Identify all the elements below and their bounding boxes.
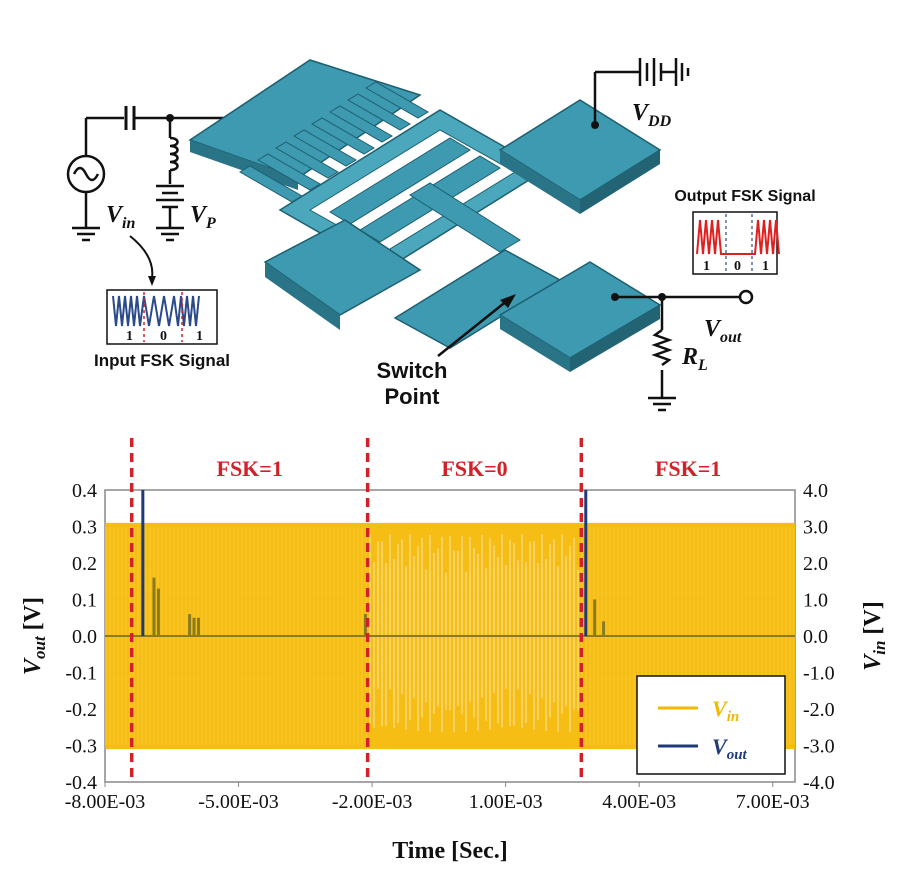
y2-tick-label: -1.0 xyxy=(803,663,835,685)
y-tick-label: 0.4 xyxy=(72,480,97,502)
y2-tick-label: 2.0 xyxy=(803,553,828,575)
rl-label: R xyxy=(681,344,698,370)
input-fsk-title: Input FSK Signal xyxy=(94,351,230,370)
left-y-ticks: 0.4 0.3 0.2 0.1 0.0 -0.1 -0.2 -0.3 -0.4 xyxy=(65,480,97,794)
legend-vin-label: Vin xyxy=(712,696,739,725)
y-tick-label: -0.2 xyxy=(65,699,97,721)
y2-tick-label: 1.0 xyxy=(803,590,828,612)
input-fsk-inset: 1 0 1 Input FSK Signal xyxy=(94,289,230,370)
ground-icon xyxy=(156,226,184,242)
fsk-segment-labels: FSK=1 FSK=0 FSK=1 xyxy=(217,456,722,481)
ground-icon xyxy=(72,226,100,242)
vin-label: V xyxy=(106,202,124,228)
input-bit: 1 xyxy=(196,329,203,344)
input-bit: 0 xyxy=(160,329,167,344)
y2-tick-label: 3.0 xyxy=(803,517,828,539)
fsk-segment-label: FSK=1 xyxy=(217,456,283,481)
x-tick-label: -5.00E-03 xyxy=(198,791,279,813)
capacitor-icon xyxy=(124,106,136,130)
svg-text:VDD: VDD xyxy=(632,100,672,130)
input-fsk-wave xyxy=(112,295,200,327)
switch-point-label-1: Switch xyxy=(377,358,448,383)
vp-label: V xyxy=(190,202,208,228)
right-y-ticks: 4.0 3.0 2.0 1.0 0.0 -1.0 -2.0 -3.0 -4.0 xyxy=(803,480,835,794)
legend-vout-label: Vout xyxy=(712,734,748,763)
ground-icon xyxy=(648,396,676,412)
y-tick-label: 0.0 xyxy=(72,626,97,648)
y-tick-label: -0.4 xyxy=(65,772,97,794)
battery-icon xyxy=(156,184,184,209)
x-ticks: -8.00E-03 -5.00E-03 -2.00E-03 1.00E-03 4.00E… xyxy=(65,782,810,813)
output-fsk-inset: Output FSK Signal 1 0 1 xyxy=(674,188,816,275)
vdd-battery-icon xyxy=(638,58,690,86)
fsk-boundaries xyxy=(129,438,584,782)
output-bit: 1 xyxy=(703,259,710,274)
svg-text:Vin: Vin xyxy=(106,202,135,232)
x-axis-title: Time [Sec.] xyxy=(392,838,508,864)
output-fsk-title: Output FSK Signal xyxy=(674,188,815,205)
legend: Vin Vout xyxy=(636,675,786,775)
output-fsk-wave xyxy=(696,219,780,255)
y-tick-label: 0.3 xyxy=(72,517,97,539)
svg-text:RL: RL xyxy=(681,344,708,374)
x-tick-label: -2.00E-03 xyxy=(332,791,413,813)
vout-label: V xyxy=(704,316,722,342)
comb-fingers xyxy=(239,81,429,203)
y-tick-label: 0.2 xyxy=(72,553,97,575)
output-terminal-icon xyxy=(738,289,754,305)
waveform-chart: FSK=1 FSK=0 FSK=1 0.4 0.3 0.2 0.1 0.0 -0.1 -0.2 -… xyxy=(20,438,889,864)
y2-axis-title: Vin [V] xyxy=(860,601,889,671)
resistor-icon xyxy=(651,328,673,367)
vdd-label: V xyxy=(632,100,650,126)
y-tick-label: -0.1 xyxy=(65,663,97,685)
switch-point-label-2: Point xyxy=(385,384,441,409)
fsk-segment-label: FSK=1 xyxy=(655,456,721,481)
x-tick-label: 4.00E-03 xyxy=(602,791,676,813)
inductor-icon xyxy=(169,136,179,172)
ac-wave-icon xyxy=(72,166,100,182)
input-bit: 1 xyxy=(126,329,133,344)
svg-text:VP: VP xyxy=(190,202,216,232)
y-tick-label: -0.3 xyxy=(65,736,97,758)
y-axis-title: Vout [V] xyxy=(20,597,49,675)
output-bit: 1 xyxy=(762,259,769,274)
y2-tick-label: 0.0 xyxy=(803,626,828,648)
x-tick-label: 7.00E-03 xyxy=(736,791,810,813)
switch-point-arrow-icon xyxy=(437,299,509,357)
vout-series xyxy=(105,490,795,637)
y2-tick-label: -3.0 xyxy=(803,736,835,758)
x-tick-label: -8.00E-03 xyxy=(65,791,146,813)
y2-tick-label: 4.0 xyxy=(803,480,828,502)
vin-arrow-icon xyxy=(129,235,154,279)
y2-tick-label: -2.0 xyxy=(803,699,835,721)
comb-electrode xyxy=(188,59,422,179)
fsk-segment-label: FSK=0 xyxy=(441,456,507,481)
device-diagram: Vin VP VDD Vout RL 1 0 1 Input FSK Signa… xyxy=(66,58,816,412)
y-tick-label: 0.1 xyxy=(72,590,97,612)
x-tick-label: 1.00E-03 xyxy=(469,791,543,813)
output-bit: 0 xyxy=(734,259,741,274)
y2-tick-label: -4.0 xyxy=(803,772,835,794)
svg-text:Vout: Vout xyxy=(704,316,742,346)
